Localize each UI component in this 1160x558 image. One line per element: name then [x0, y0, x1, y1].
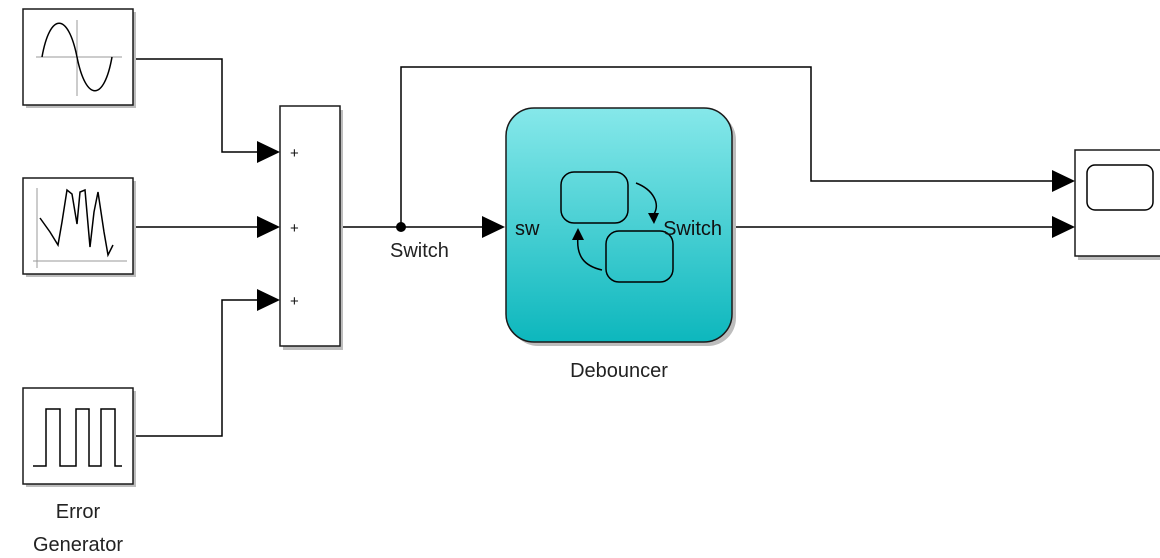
sum-block[interactable]: + + + [279, 105, 343, 350]
arrowheads [257, 141, 1075, 311]
transition-arrowheads [572, 213, 659, 240]
signal-lines [133, 58, 1057, 437]
sum-sign-3: + [290, 293, 299, 310]
sum-sign-1: + [290, 145, 299, 162]
arrowhead-scope-in1 [1052, 170, 1075, 192]
signal-label-switch[interactable]: Switch [390, 240, 449, 262]
sine-wave-icon [36, 20, 122, 96]
branch-point [396, 222, 406, 232]
arrowhead-debouncer-in [482, 216, 505, 238]
signal-line-error-to-sum[interactable] [133, 299, 262, 437]
arrowhead-sum-in2 [257, 216, 280, 238]
signal-line-branch-to-scope[interactable] [400, 66, 1057, 227]
debouncer-input-port-label: sw [515, 218, 540, 240]
arrowhead-sum-in3 [257, 289, 280, 311]
random-signal-block[interactable] [22, 177, 136, 277]
debouncer-output-port-label: Switch [663, 218, 722, 240]
sum-sign-2: + [290, 220, 299, 237]
arrowhead-sum-in1 [257, 141, 280, 163]
scope-block[interactable] [1074, 149, 1160, 260]
debouncer-block-label: Debouncer [570, 360, 668, 382]
debouncer-chart-block[interactable]: sw Switch [505, 107, 736, 346]
state-transition-icon [560, 171, 674, 283]
sine-wave-block[interactable] [22, 8, 136, 108]
error-generator-label-line2: Generator [33, 534, 123, 556]
arrowhead-scope-in2 [1052, 216, 1075, 238]
pulse-train-icon [33, 408, 122, 467]
scope-display-icon [1086, 164, 1154, 211]
error-generator-label-line1: Error [56, 501, 101, 523]
error-generator-block[interactable] [22, 387, 136, 487]
noisy-signal-icon [33, 188, 127, 268]
signal-line-sine-to-sum[interactable] [133, 58, 262, 153]
